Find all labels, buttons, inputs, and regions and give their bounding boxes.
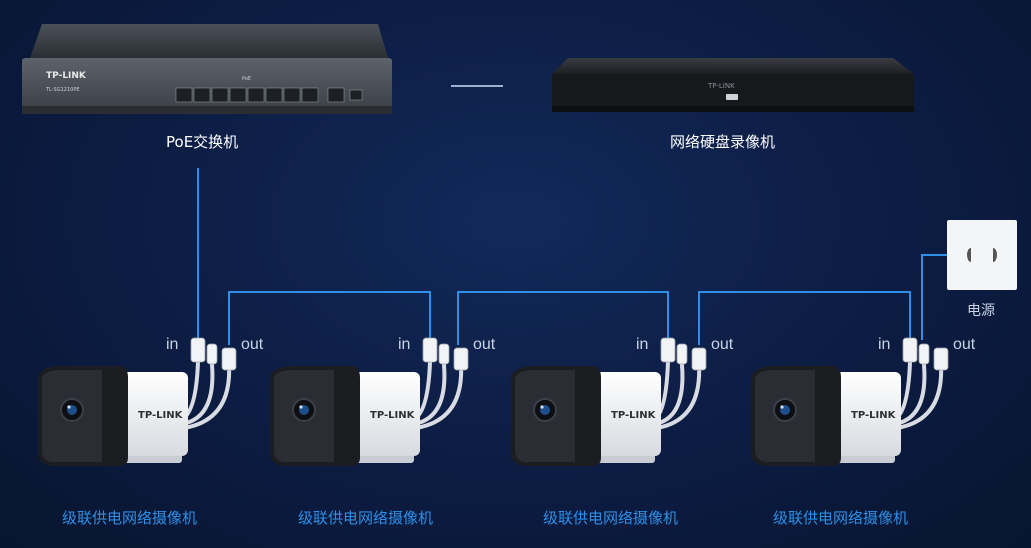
power-label: 电源 — [967, 303, 995, 319]
cable-camera-3-to-camera-4 — [698, 291, 911, 345]
cable-camera-2-to-camera-3 — [457, 291, 669, 345]
outlet-socket-icon — [967, 248, 997, 262]
switch-label: PoE交换机 — [166, 133, 239, 151]
switch-brand-text: TP-LINK — [46, 71, 87, 81]
cable-camera-1-to-camera-2 — [228, 291, 431, 345]
switch-model-text: TL-SG1210PE — [45, 87, 80, 93]
power-outlet — [947, 220, 1017, 290]
cable-power-to-camera-4 — [921, 254, 948, 340]
nvr-label: 网络硬盘录像机 — [670, 133, 776, 151]
poe-switch-device: TP-LINK TL-SG1210PE PoE — [22, 24, 392, 114]
nvr-brand-text: TP-LINK — [707, 82, 735, 90]
switch-port-group-text: PoE — [242, 76, 251, 82]
nvr-device: TP-LINK — [552, 58, 914, 112]
